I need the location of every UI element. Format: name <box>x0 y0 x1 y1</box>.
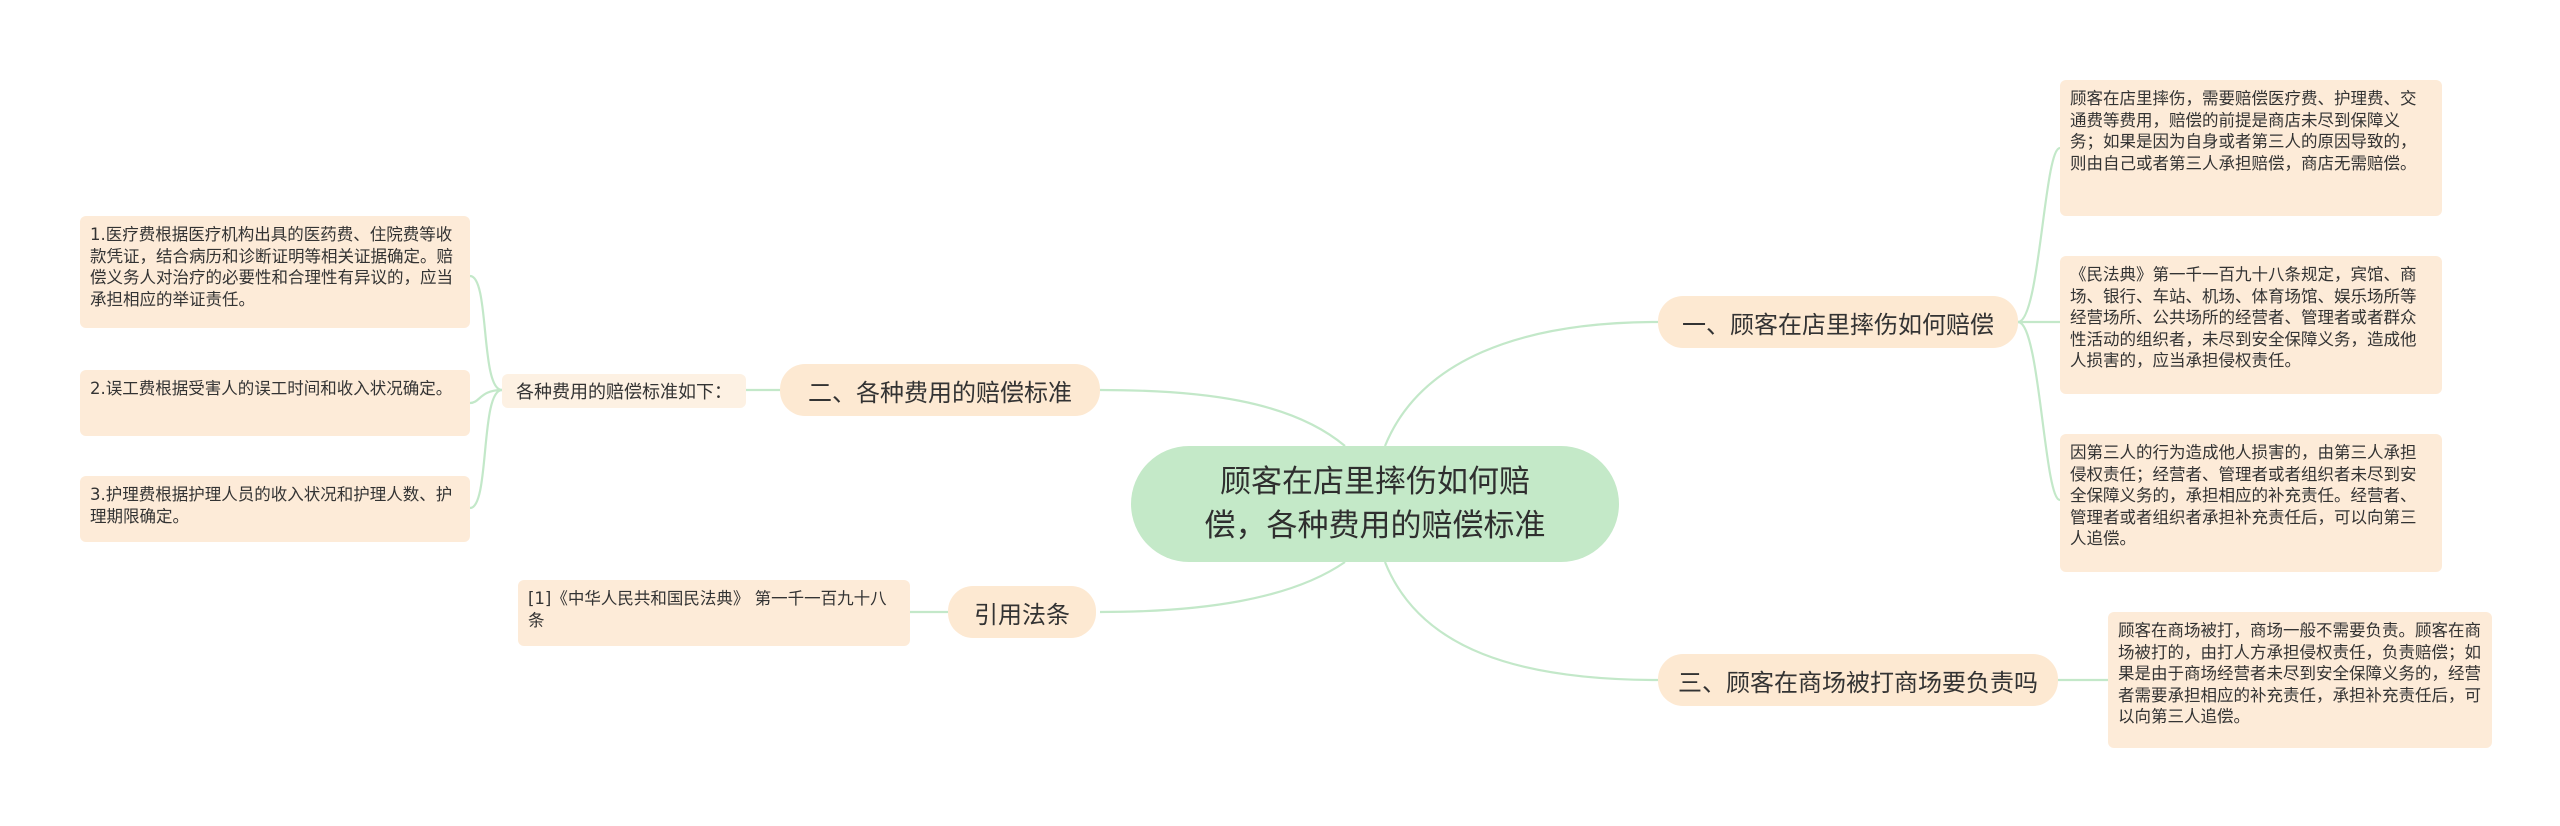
leaf-note[interactable]: 1.医疗费根据医疗机构出具的医药费、住院费等收款凭证，结合病历和诊断证明等相关证… <box>80 216 470 328</box>
central-topic-label: 顾客在店里摔伤如何赔偿，各种费用的赔偿标准 <box>1204 464 1546 544</box>
leaf-text: 《民法典》第一千一百九十八条规定，宾馆、商场、银行、车站、机场、体育场馆、娱乐场… <box>2070 265 2417 370</box>
topic-label: 引用法条 <box>974 600 1070 629</box>
topic-cited-law[interactable]: 引用法条 <box>948 586 1096 638</box>
topic-label: 二、各种费用的赔偿标准 <box>808 378 1072 407</box>
leaf-citation[interactable]: [1]《中华人民共和国民法典》 第一千一百九十八条 <box>518 580 910 646</box>
topic-compensation-standards[interactable]: 二、各种费用的赔偿标准 <box>780 364 1100 416</box>
subtopic-label: 各种费用的赔偿标准如下： <box>516 382 732 403</box>
leaf-note[interactable]: 顾客在商场被打，商场一般不需要负责。顾客在商场被打的，由打人方承担侵权责任，负责… <box>2108 612 2492 748</box>
leaf-note[interactable]: 顾客在店里摔伤，需要赔偿医疗费、护理费、交通费等费用，赔偿的前提是商店未尽到保障… <box>2060 80 2442 216</box>
leaf-text: 因第三人的行为造成他人损害的，由第三人承担侵权责任；经营者、管理者或者组织者未尽… <box>2070 443 2417 548</box>
topic-mall-assault-liability[interactable]: 三、顾客在商场被打商场要负责吗 <box>1658 654 2058 706</box>
leaf-text: 2.误工费根据受害人的误工时间和收入状况确定。 <box>90 379 453 398</box>
leaf-text: 3.护理费根据护理人员的收入状况和护理人数、护理期限确定。 <box>90 485 453 526</box>
leaf-note[interactable]: 因第三人的行为造成他人损害的，由第三人承担侵权责任；经营者、管理者或者组织者未尽… <box>2060 434 2442 572</box>
leaf-text: 顾客在商场被打，商场一般不需要负责。顾客在商场被打的，由打人方承担侵权责任，负责… <box>2118 621 2481 726</box>
leaf-text: [1]《中华人民共和国民法典》 第一千一百九十八条 <box>528 589 887 630</box>
central-topic[interactable]: 顾客在店里摔伤如何赔偿，各种费用的赔偿标准 <box>1131 446 1619 562</box>
topic-label: 三、顾客在商场被打商场要负责吗 <box>1678 668 2038 697</box>
topic-label: 一、顾客在店里摔伤如何赔偿 <box>1682 310 1994 339</box>
topic-how-to-compensate[interactable]: 一、顾客在店里摔伤如何赔偿 <box>1658 296 2018 348</box>
leaf-text: 顾客在店里摔伤，需要赔偿医疗费、护理费、交通费等费用，赔偿的前提是商店未尽到保障… <box>2070 89 2417 173</box>
subtopic-standards-intro[interactable]: 各种费用的赔偿标准如下： <box>502 374 746 408</box>
leaf-note[interactable]: 3.护理费根据护理人员的收入状况和护理人数、护理期限确定。 <box>80 476 470 542</box>
leaf-note[interactable]: 《民法典》第一千一百九十八条规定，宾馆、商场、银行、车站、机场、体育场馆、娱乐场… <box>2060 256 2442 394</box>
leaf-note[interactable]: 2.误工费根据受害人的误工时间和收入状况确定。 <box>80 370 470 436</box>
leaf-text: 1.医疗费根据医疗机构出具的医药费、住院费等收款凭证，结合病历和诊断证明等相关证… <box>90 225 453 309</box>
